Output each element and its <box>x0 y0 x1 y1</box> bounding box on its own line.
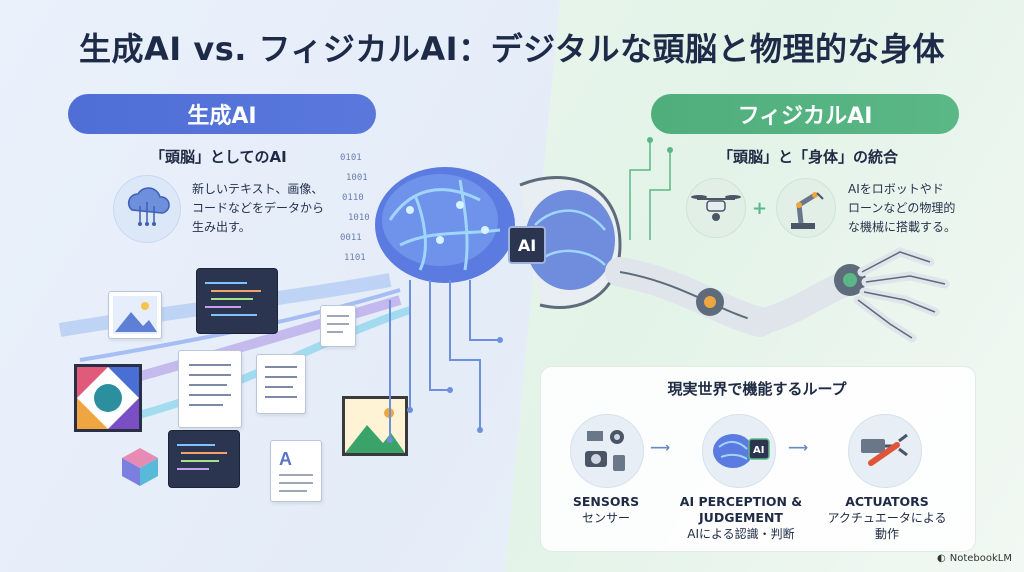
notebooklm-label: NotebookLM <box>949 553 1012 564</box>
text-document-icon: A <box>270 440 322 502</box>
digital-brain-icon <box>375 167 515 283</box>
page-title: 生成AI vs. フィジカルAI：デジタルな頭脳と物理的な身体 <box>79 30 945 68</box>
arrow-right-icon: ⟶ <box>788 440 809 456</box>
physical-ai-pill: フィジカルAI <box>651 94 959 134</box>
right-description: AIをロボットやド ローンなどの物理的 な機械に搭載する。 <box>848 180 956 237</box>
ai-chip-icon: AI <box>508 226 546 264</box>
sensors-label-en: SENSORS <box>572 494 640 509</box>
left-description-line: 生み出す。 <box>192 220 251 234</box>
generative-ai-pill: 生成AI <box>68 94 376 134</box>
circuit-lines <box>629 137 673 240</box>
sensors-label-ja: センサー <box>581 511 630 525</box>
circuit-lines <box>387 280 503 443</box>
brain-chip-icon: AI <box>702 414 776 488</box>
svg-text:1101: 1101 <box>344 253 366 263</box>
svg-text:0101: 0101 <box>340 153 362 163</box>
actuators-icon <box>848 414 922 488</box>
code-window-icon <box>168 430 240 488</box>
binary-stream: 0101 1001 0110 1010 0011 1101 <box>340 153 370 263</box>
document-icon <box>256 354 306 414</box>
document-icon <box>178 350 242 428</box>
right-description-line: AIをロボットやド <box>848 182 944 196</box>
code-window-icon <box>196 268 278 334</box>
robot-arm-illustration <box>605 247 950 343</box>
actuators-label-ja2: 動作 <box>874 527 899 541</box>
right-description-line: な機械に搭載する。 <box>848 220 957 234</box>
ai-perception-label: AI PERCEPTION & JUDGEMENT AIによる認識・判断 <box>676 494 806 542</box>
actuators-label-ja: アクチュエータによる <box>827 511 947 525</box>
svg-text:A: A <box>279 449 292 469</box>
image-file-icon <box>108 291 162 339</box>
left-description-line: コードなどをデータから <box>192 201 325 215</box>
actuators-label: ACTUATORS アクチュエータによる 動作 <box>822 494 952 542</box>
notebooklm-logo-icon: ◐ <box>937 553 946 564</box>
ai-perception-label-en2: JUDGEMENT <box>699 510 783 525</box>
robot-arm-icon <box>776 178 836 238</box>
cloud-upload-icon <box>113 175 181 243</box>
landscape-image-icon <box>342 396 408 456</box>
cube-icon <box>122 448 158 486</box>
right-description-line: ローンなどの物理的 <box>848 201 956 215</box>
left-description-line: 新しいテキスト、画像、 <box>192 182 324 196</box>
svg-text:0011: 0011 <box>340 233 362 243</box>
svg-text:AI: AI <box>753 445 764 456</box>
ai-perception-label-en: AI PERCEPTION & <box>679 494 803 509</box>
arrow-right-icon: ⟶ <box>650 440 671 456</box>
abstract-art-icon <box>74 364 142 432</box>
svg-text:0110: 0110 <box>342 193 364 203</box>
chat-bubble-icon <box>320 305 356 347</box>
svg-text:1001: 1001 <box>346 173 368 183</box>
left-description: 新しいテキスト、画像、 コードなどをデータから 生み出す。 <box>192 180 324 237</box>
right-subtitle: 「頭脳」と「身体」の統合 <box>718 148 899 166</box>
plus-icon: + <box>752 198 768 219</box>
sensors-icon <box>570 414 644 488</box>
drone-icon <box>686 178 746 238</box>
left-subtitle: 「頭脳」としてのAI <box>150 148 287 166</box>
loop-title: 現実世界で機能するループ <box>667 380 847 398</box>
svg-text:1010: 1010 <box>348 213 370 223</box>
ai-perception-label-ja: AIによる認識・判断 <box>687 527 795 541</box>
sensors-label: SENSORS センサー <box>556 494 656 526</box>
notebooklm-branding: ◐ NotebookLM <box>937 553 1012 564</box>
actuators-label-en: ACTUATORS <box>845 494 929 509</box>
